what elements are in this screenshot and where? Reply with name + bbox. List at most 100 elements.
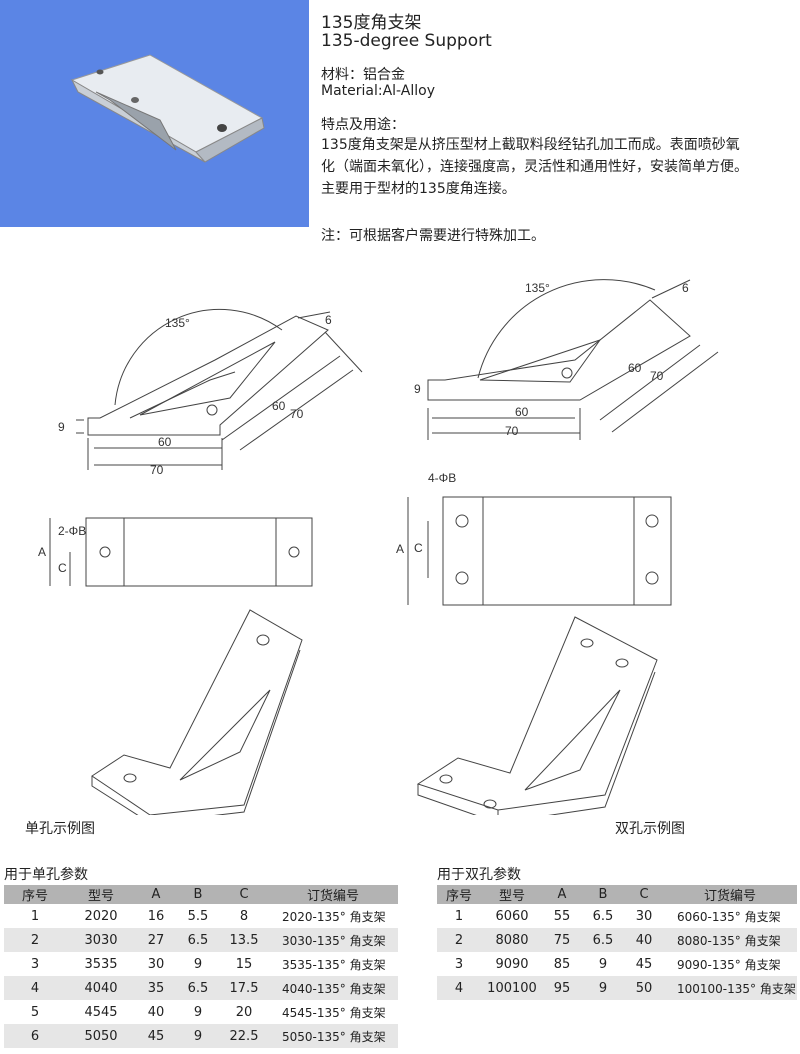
table-cell: 4545 (84, 1004, 118, 1020)
table-cell: 16 (147, 908, 165, 924)
table-cell: 5 (30, 1004, 40, 1020)
dim-70-right-diag: 70 (650, 369, 664, 383)
material-en: Material:Al-Alloy (321, 83, 436, 99)
note-text: 注：可根据客户需要进行特殊加工。 (321, 228, 545, 244)
description-text: 135度角支架是从挤压型材上截取料段经钻孔加工而成。表面喷砂氧化（端面未氧化），… (321, 137, 748, 197)
table-cell: 2020-135° 角支架 (282, 909, 386, 924)
table-header-cell: B (581, 885, 625, 904)
angle-label-right: 135° (525, 281, 550, 295)
dim-70-right: 70 (505, 424, 519, 438)
single-isometric-view (91, 609, 303, 815)
double-isometric-view (416, 616, 658, 815)
table-cell: 4040-135° 角支架 (268, 976, 398, 1000)
table-header-cell: 序号 (437, 885, 481, 904)
table-header-cell: C (220, 885, 268, 904)
table-cell: 8 (239, 908, 249, 924)
hole-label-left: 2-ΦB (58, 524, 86, 538)
table-cell: 9090 (495, 956, 529, 972)
material-cn: 材料：铝合金 (321, 67, 405, 83)
table-cell: 3030-135° 角支架 (268, 928, 398, 952)
table-cell: 27 (136, 928, 176, 952)
table-cell: 85 (553, 956, 571, 972)
dim-C-right: C (414, 541, 423, 555)
table-cell: 9 (193, 956, 203, 972)
table-cell: 2020 (84, 908, 118, 924)
table-cell: 22.5 (220, 1024, 268, 1048)
table-cell: 13.5 (220, 928, 268, 952)
title-cn: 135度角支架 (321, 13, 422, 33)
table-cell: 30 (147, 956, 165, 972)
table-cell: 45 (635, 956, 653, 972)
table-cell: 6 (4, 1024, 66, 1048)
table-cell: 45 (136, 1024, 176, 1048)
table-cell: 40 (147, 1004, 165, 1020)
table-cell: 2 (437, 928, 481, 952)
table-header-cell: B (176, 885, 220, 904)
dim-A-right: A (396, 542, 404, 556)
table-row: 3 9090 85 9 45 9090-135° 角支架 (437, 952, 797, 976)
product-photo (0, 0, 309, 227)
caption-single: 单孔示例图 (25, 821, 95, 837)
dim-60-left: 60 (158, 435, 172, 449)
table-cell: 5050 (66, 1024, 136, 1048)
dim-60-left-diag: 60 (272, 399, 286, 413)
table-cell: 9 (581, 976, 625, 1000)
table-cell: 4 (4, 976, 66, 1000)
table-cell: 5050-135° 角支架 (268, 1024, 398, 1048)
table-cell: 3535 (84, 956, 118, 972)
single-table-title: 用于单孔参数 (4, 867, 88, 883)
table-cell: 9 (176, 1024, 220, 1048)
table-cell: 1 (454, 908, 464, 924)
double-top-view (407, 496, 672, 606)
dim-60-right: 60 (515, 405, 529, 419)
table-cell: 3 (454, 956, 464, 972)
title-en: 135-degree Support (321, 31, 492, 51)
dim-A-left: A (38, 545, 46, 559)
table-cell: 95 (543, 976, 581, 1000)
features-label: 特点及用途： (321, 117, 405, 133)
table-cell: 4545-135° 角支架 (282, 1005, 386, 1020)
single-side-view (76, 308, 363, 470)
table-cell: 50 (625, 976, 663, 1000)
caption-double: 双孔示例图 (615, 821, 685, 837)
table-cell: 3030 (66, 928, 136, 952)
dim-60-right-diag: 60 (628, 361, 642, 375)
dim-9-left: 9 (58, 420, 65, 434)
table-cell: 30 (635, 908, 653, 924)
table-cell: 4040 (66, 976, 136, 1000)
table-cell: 8080-135° 角支架 (663, 928, 797, 952)
table-cell: 5.5 (187, 908, 209, 924)
table-header-cell: 型号 (66, 885, 136, 904)
table-cell: 6060-135° 角支架 (677, 909, 781, 924)
table-header-cell: 订货编号 (663, 885, 797, 904)
table-cell: 9090-135° 角支架 (677, 957, 781, 972)
table-cell: 20 (235, 1004, 253, 1020)
dim-6-right: 6 (682, 281, 689, 295)
table-cell: 17.5 (220, 976, 268, 1000)
double-side-view (427, 279, 719, 440)
table-cell: 35 (136, 976, 176, 1000)
table-cell: 6.5 (581, 928, 625, 952)
table-cell: 100100-135° 角支架 (663, 976, 797, 1000)
table-cell: 8080 (481, 928, 543, 952)
dim-C-left: C (58, 561, 67, 575)
table-cell: 75 (543, 928, 581, 952)
table-cell: 40 (625, 928, 663, 952)
table-header-cell: 订货编号 (268, 885, 398, 904)
dim-9-right: 9 (414, 382, 421, 396)
table-cell: 6.5 (592, 908, 614, 924)
table-cell: 15 (235, 956, 253, 972)
table-cell: 6.5 (176, 976, 220, 1000)
angle-label-left: 135° (165, 316, 190, 330)
table-cell: 3535-135° 角支架 (282, 957, 386, 972)
table-cell: 9 (598, 956, 608, 972)
hole-label-right: 4-ΦB (428, 471, 456, 485)
